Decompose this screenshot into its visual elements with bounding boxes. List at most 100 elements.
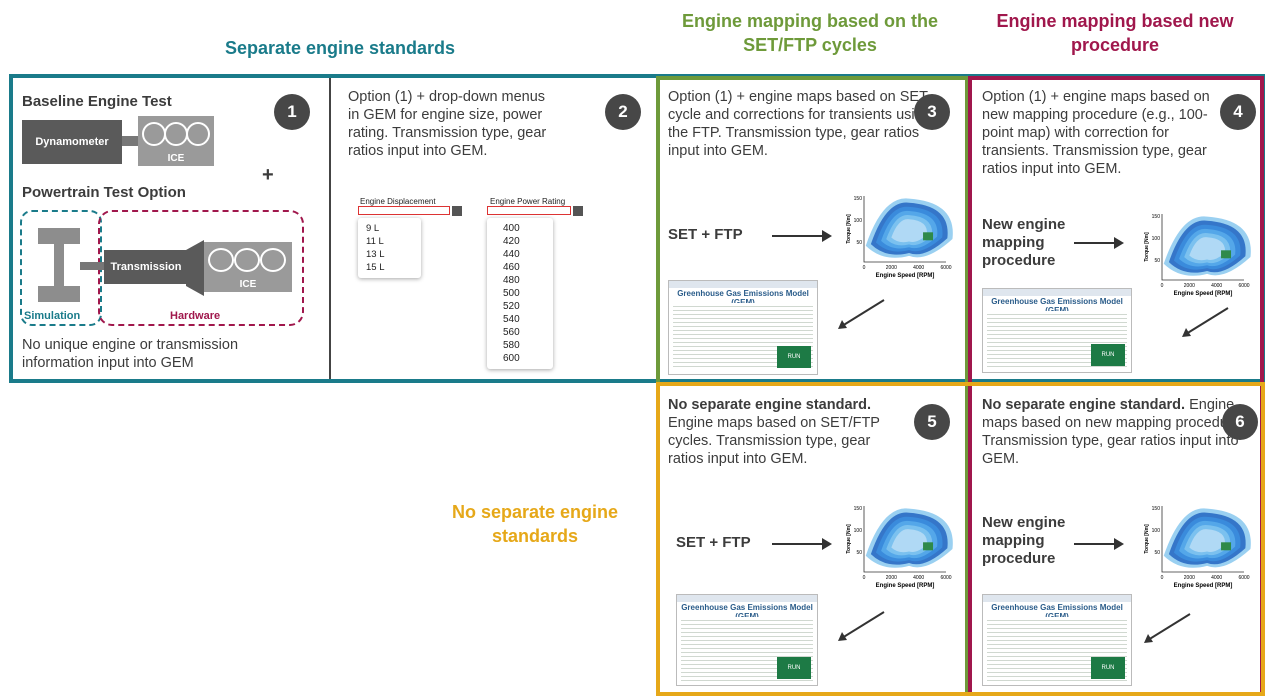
power-rating-option[interactable]: 400 [503,223,520,234]
y-axis-label: Torque [Nm] [1144,232,1150,262]
x-tick-label: 0 [863,575,866,581]
option-2-description: Option (1) + drop-down menus in GEM for … [348,89,547,159]
power-rating-option[interactable]: 540 [503,314,520,325]
x-tick-label: 2000 [886,265,897,271]
set-ftp-label: SET + FTP [676,534,751,551]
option-number-badge: 5 [914,404,950,440]
y-tick-label: 150 [1152,214,1161,220]
power-rating-option[interactable]: 500 [503,288,520,299]
right-arrow-icon [772,230,832,242]
y-axis-label: Torque [Nm] [846,214,852,244]
new-engine-mapping-label: New engine mapping procedure [982,514,1066,567]
power-rating-option[interactable]: 460 [503,262,520,273]
transmission-housing [186,240,204,296]
x-axis-label: Engine Speed [RPM] [1174,291,1233,297]
x-axis-label: Engine Speed [RPM] [1174,583,1233,589]
x-tick-label: 2000 [1184,575,1195,581]
option-number-badge: 3 [914,94,950,130]
contour-highlight [1221,250,1232,259]
y-tick-label: 100 [854,528,863,534]
powertrain-test-title: Powertrain Test Option [22,184,186,201]
power-rating-option[interactable]: 580 [503,340,520,351]
shaft [122,136,138,146]
down-left-arrow-icon [838,299,885,329]
contour-band [891,529,928,553]
y-tick-label: 50 [856,240,862,246]
x-tick-label: 0 [1161,283,1164,289]
power-rating-option[interactable]: 440 [503,249,520,260]
power-rating-option[interactable]: 520 [503,301,520,312]
engine-power-rating-options: 400 420 440 460 480 500 520 540 560 580 600 [487,218,553,369]
no-separate-standard-emphasis: No separate engine standard. [982,397,1186,413]
down-left-arrow-icon [1144,613,1191,643]
down-left-arrow-icon [838,611,885,641]
right-arrow-icon [1074,538,1124,550]
x-axis-label: Engine Speed [RPM] [876,273,935,279]
x-tick-label: 6000 [1238,283,1249,289]
power-rating-option[interactable]: 600 [503,353,520,364]
displacement-option[interactable]: 9 L [366,223,380,234]
engine-power-rating-select[interactable] [487,206,571,215]
x-tick-label: 0 [1161,575,1164,581]
x-tick-label: 4000 [913,575,924,581]
contour-highlight [1221,542,1232,551]
x-tick-label: 6000 [1238,575,1249,581]
header-no-separate-standards: No separate engine standards [451,502,619,546]
option-number-badge: 2 [605,94,641,130]
plot-axes [1161,506,1244,573]
power-rating-option[interactable]: 420 [503,236,520,247]
dropdown-arrow-icon[interactable] [452,206,462,216]
y-tick-label: 100 [1152,528,1161,534]
option-3-description: Option (1) + engine maps based on SET cy… [668,89,931,159]
cell-divider-1-2 [329,78,331,379]
y-tick-label: 150 [854,506,863,512]
simulation-label: Simulation [24,310,81,322]
dropdown-arrow-icon[interactable] [573,206,583,216]
dynamometer-block: Dynamometer [22,120,122,164]
power-rating-option[interactable]: 560 [503,327,520,338]
hardware-label: Hardware [170,310,221,322]
x-tick-label: 6000 [940,265,951,271]
power-rating-option[interactable]: 480 [503,275,520,286]
gem-screenshot: Greenhouse Gas Emissions Model (GEM)RUN [982,594,1132,686]
header-separate-engine-standards: Separate engine standards [224,38,456,58]
displacement-option[interactable]: 13 L [366,249,385,260]
header-new-procedure-mapping: Engine mapping based new procedure [996,11,1234,55]
y-tick-label: 50 [1154,550,1160,556]
no-unique-info-note: No unique engine or transmission informa… [22,337,239,371]
no-separate-standard-emphasis: No separate engine standard. [668,397,872,413]
vehicle-chassis-icon [38,228,80,302]
ice-label: ICE [167,153,185,164]
displacement-option[interactable]: 15 L [366,262,385,273]
engine-displacement-select[interactable] [358,206,450,215]
y-tick-label: 50 [856,550,862,556]
engine-ice-block: ICE [138,116,214,166]
displacement-option[interactable]: 11 L [366,236,384,247]
option-number-badge: 6 [1222,404,1258,440]
y-tick-label: 100 [854,218,863,224]
header-set-ftp-mapping: Engine mapping based on the SET/FTP cycl… [681,11,939,55]
option-5-description: No separate engine standard. Engine maps… [668,396,908,468]
x-tick-label: 4000 [1211,283,1222,289]
contour-highlight [923,232,934,241]
contour-highlight [923,542,934,551]
option-6-text: Engine maps based on new mapping procedu… [982,397,1245,467]
plus-sign: + [262,164,274,186]
engine-power-rating-label: Engine Power Rating [490,197,566,206]
transmission-block: Transmission [104,250,188,284]
plot-axes [863,506,946,573]
gem-run-button: RUN [777,657,811,679]
right-arrow-icon [772,538,832,550]
engine-displacement-label: Engine Displacement [360,197,436,206]
no-separate-standards-frame [656,382,1265,696]
gem-screenshot: Greenhouse Gas Emissions Model (GEM)RUN [982,288,1132,373]
x-tick-label: 2000 [886,575,897,581]
y-tick-label: 150 [1152,506,1161,512]
y-axis-label: Torque [Nm] [1144,524,1150,554]
x-tick-label: 0 [863,265,866,271]
